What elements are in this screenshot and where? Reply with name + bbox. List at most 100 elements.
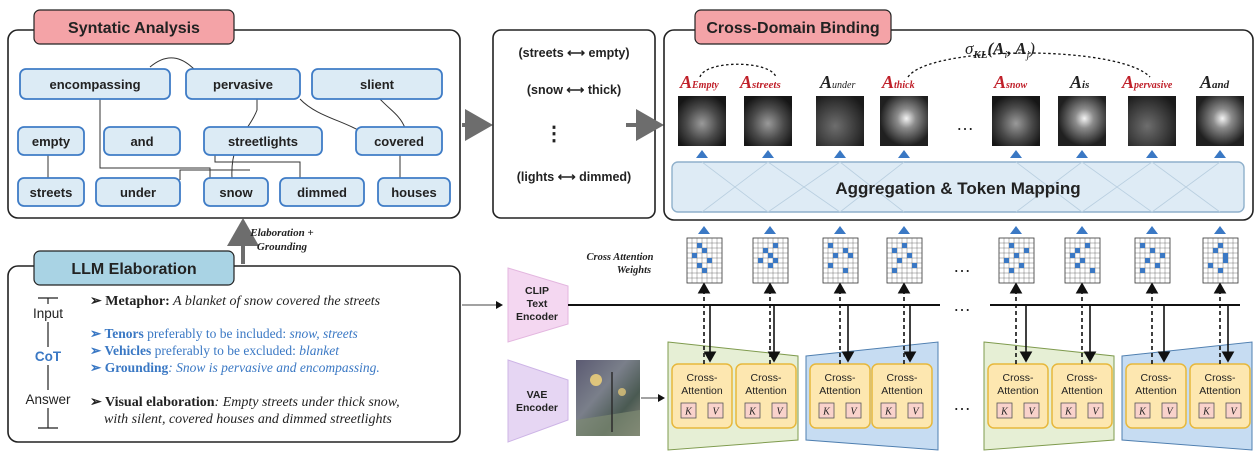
svg-text:Athick: Athick	[881, 72, 915, 92]
svg-text:Cross-: Cross-	[1067, 372, 1098, 384]
svg-text:VAE: VAE	[527, 389, 548, 401]
aggregation-label: Aggregation & Token Mapping	[835, 179, 1080, 198]
attention-weight-grid	[752, 237, 789, 284]
syntactic-title-box	[33, 9, 235, 45]
word-node-empty: empty	[17, 126, 85, 156]
token-label-pervasive: Apervasive	[1121, 72, 1173, 92]
svg-text:Cross-: Cross-	[687, 372, 718, 384]
value-matrix	[1087, 402, 1104, 419]
svg-text:under: under	[120, 185, 156, 200]
input-painting-thumbnail	[576, 360, 640, 436]
svg-text:pervasive: pervasive	[213, 77, 273, 92]
unet-ellipsis: …	[953, 394, 971, 414]
svg-text:V: V	[1092, 407, 1100, 418]
svg-text:houses: houses	[391, 185, 437, 200]
attention-map-empty	[678, 96, 726, 146]
attention-map-snow	[992, 96, 1040, 146]
svg-text:CLIP: CLIP	[525, 285, 549, 297]
svg-text:Attention: Attention	[1199, 385, 1241, 397]
metaphor-line: ➢ Metaphor: A blanket of snow covered th…	[90, 294, 381, 309]
key-matrix	[744, 402, 761, 419]
word-node-dimmed: dimmed	[279, 177, 365, 207]
svg-text:Attention: Attention	[1135, 385, 1177, 397]
svg-text:Cross-: Cross-	[1003, 372, 1034, 384]
syntactic-title: Syntatic Analysis	[68, 20, 200, 37]
attention-map-pervasive	[1128, 96, 1176, 146]
binding-panel: Cross-Domain Binding σKL(Ai, Aj) AEmpty …	[663, 9, 1254, 221]
svg-text:Cross-: Cross-	[1141, 372, 1172, 384]
attention-weight-grid	[1202, 237, 1239, 284]
svg-text:Attention: Attention	[681, 385, 723, 397]
svg-text:encompassing: encompassing	[49, 77, 140, 92]
word-node-pervasive: pervasive	[185, 68, 301, 100]
attention-map-and	[1196, 96, 1244, 146]
svg-text:slient: slient	[360, 77, 395, 92]
attention-map-under	[816, 96, 864, 146]
svg-text:V: V	[712, 407, 720, 418]
pair-lights-dimmed: (lights ⟷ dimmed)	[517, 170, 631, 184]
word-node-slient: slient	[311, 68, 443, 100]
attention-weight-grid	[998, 237, 1035, 284]
upward-triangles-bottom	[698, 226, 1226, 234]
svg-text:K: K	[822, 407, 831, 418]
svg-text:Cross-: Cross-	[887, 372, 918, 384]
svg-text:covered: covered	[374, 134, 424, 149]
llm-panel: LLM Elaboration Input CoT Answer ➢ Metap…	[7, 250, 461, 443]
svg-text:K: K	[1202, 407, 1211, 418]
svg-text:Astreets: Astreets	[739, 72, 781, 92]
value-matrix	[1023, 402, 1040, 419]
pair-snow-thick: (snow ⟷ thick)	[527, 83, 621, 97]
svg-text:K: K	[748, 407, 757, 418]
cross-attn-weights-label-2: Weights	[617, 265, 651, 276]
token-label-thick: Athick	[881, 72, 915, 92]
svg-text:Aand: Aand	[1199, 72, 1230, 92]
key-matrix	[680, 402, 697, 419]
syntactic-panel: Syntatic Analysis encompassing pervasive…	[7, 9, 461, 219]
word-node-streetlights: streetlights	[203, 126, 323, 156]
token-label-empty: AEmpty	[679, 72, 719, 92]
token-label-snow: Asnow	[993, 72, 1027, 92]
llm-title: LLM Elaboration	[71, 261, 196, 278]
value-matrix	[707, 402, 724, 419]
token-label-is: Ais	[1069, 72, 1089, 92]
cross-attn-weights-label-1: Cross Attention	[586, 252, 653, 263]
key-matrix	[1198, 402, 1215, 419]
timeline-cot: CoT	[35, 349, 62, 364]
value-matrix	[1225, 402, 1242, 419]
svg-text:V: V	[912, 407, 920, 418]
word-node-under: under	[95, 177, 181, 207]
binding-title-box	[694, 9, 892, 45]
vae-encoder: VAE Encoder	[507, 359, 569, 443]
attention-map-thick	[880, 96, 928, 146]
conditioning-ellipsis: …	[953, 295, 971, 315]
token-label-streets: Astreets	[739, 72, 781, 92]
timeline-answer: Answer	[25, 392, 71, 407]
svg-text:Asnow: Asnow	[993, 72, 1027, 92]
svg-text:Ais: Ais	[1069, 72, 1089, 92]
svg-text:Attention: Attention	[1061, 385, 1103, 397]
attention-weight-grid	[686, 237, 723, 284]
key-matrix	[880, 402, 897, 419]
grid-ellipsis: …	[953, 256, 971, 276]
token-label-and: Aand	[1199, 72, 1230, 92]
svg-text:Encoder: Encoder	[516, 402, 558, 414]
svg-text:V: V	[850, 407, 858, 418]
attention-weight-grid	[1134, 237, 1171, 284]
value-matrix	[1161, 402, 1178, 419]
svg-text:Attention: Attention	[745, 385, 787, 397]
svg-text:Cross-: Cross-	[825, 372, 856, 384]
attention-map-is	[1058, 96, 1106, 146]
svg-text:Attention: Attention	[819, 385, 861, 397]
svg-text:Cross-: Cross-	[751, 372, 782, 384]
pairs-panel: (streets ⟷ empty) (snow ⟷ thick) ⋮ (ligh…	[492, 29, 656, 219]
timeline-input: Input	[33, 306, 63, 321]
key-matrix	[996, 402, 1013, 419]
visual-elaboration-line1: ➢ Visual elaboration: Empty streets unde…	[90, 395, 400, 410]
